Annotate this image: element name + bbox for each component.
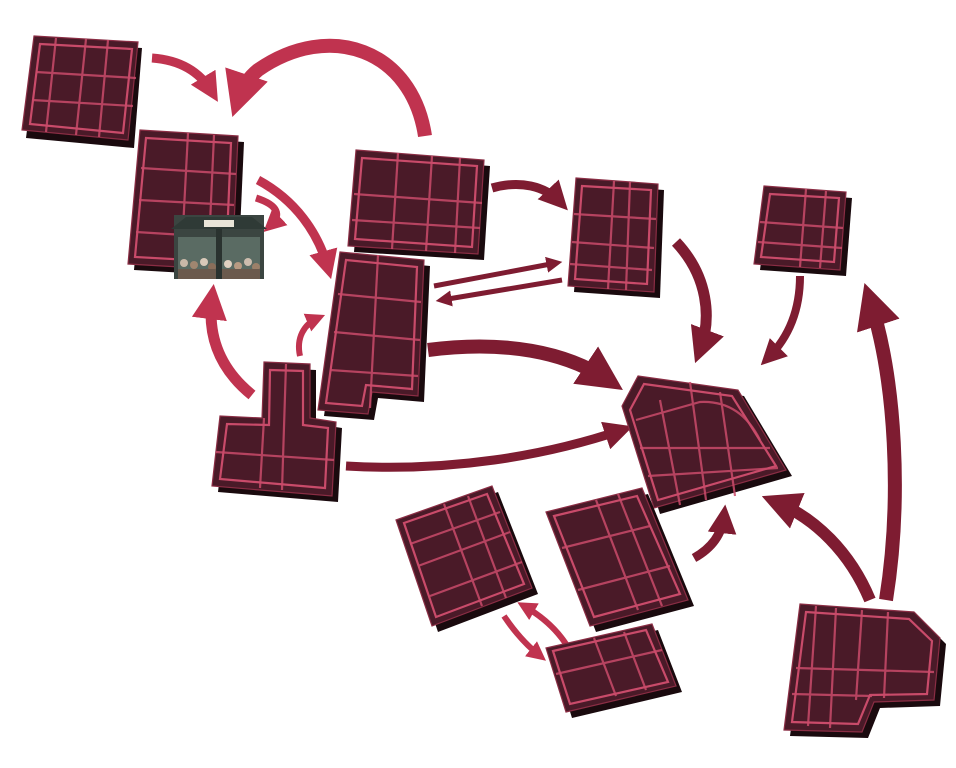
plat-g xyxy=(754,186,852,276)
plat-d xyxy=(318,252,430,420)
storefront-pillar xyxy=(216,229,222,279)
flow-arrow-c-to-e xyxy=(492,184,560,202)
flow-arrow-j-to-hub xyxy=(694,516,724,558)
flow-arrow-l-to-hub xyxy=(776,502,870,600)
flow-arrow-a-to-b xyxy=(152,58,212,92)
flow-arrow-d-to-hub xyxy=(428,347,608,380)
flow-arrow-f-to-hub xyxy=(346,430,622,467)
flow-arrow-c-to-b xyxy=(238,46,425,136)
flow-arrow-f-to-d xyxy=(299,318,318,356)
flow-arrow-e-to-hub xyxy=(676,242,706,350)
flow-arrow-f-to-storefront xyxy=(211,298,252,395)
plat-c xyxy=(348,150,490,260)
plat-hub xyxy=(622,376,792,514)
plats xyxy=(22,36,946,738)
flow-arrow-h-to-k xyxy=(504,616,540,656)
flow-arrow-g-to-hub xyxy=(768,276,800,358)
flow-arrow-l-to-g xyxy=(870,300,895,600)
storefront-image xyxy=(171,215,267,279)
plat-a xyxy=(22,36,142,148)
plat-l xyxy=(784,604,946,738)
plat-k xyxy=(546,624,682,718)
plat-h xyxy=(396,486,538,632)
plat-e xyxy=(568,178,664,298)
storefront-sign xyxy=(204,220,234,227)
flow-arrow-k-to-h xyxy=(524,606,566,644)
